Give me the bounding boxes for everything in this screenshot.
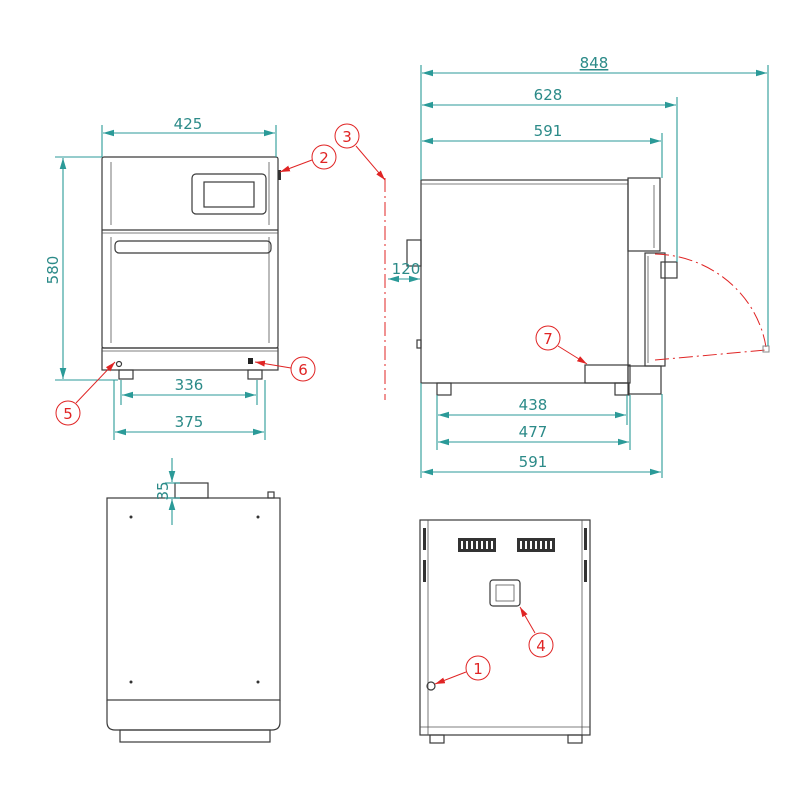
balloon-1: 1	[473, 660, 483, 678]
balloon-7: 7	[543, 330, 553, 348]
front-view	[101, 156, 281, 380]
balloon-6: 6	[298, 361, 308, 379]
rear-panel	[489, 579, 521, 607]
callouts: 2 3 5 6 7 4 1	[55, 123, 588, 685]
dim-depth-top: 591	[534, 122, 563, 140]
door-handle	[114, 240, 272, 254]
dim-foot-outer: 375	[175, 413, 204, 431]
dim-foot-inner: 336	[175, 376, 204, 394]
dim-rear-clearance: 120	[392, 260, 421, 278]
balloon-5: 5	[63, 405, 73, 423]
touch-screen	[203, 181, 255, 208]
dim-depth-door-open: 848	[580, 54, 609, 72]
dim-foot-inner-side: 438	[519, 396, 548, 414]
dim-foot-outer-side: 477	[519, 423, 548, 441]
dim-depth-handle: 628	[534, 86, 563, 104]
control-panel	[191, 173, 267, 215]
power-switch-icon	[115, 360, 123, 368]
balloon-3: 3	[342, 128, 352, 146]
dim-rear-connector: 35	[154, 481, 172, 500]
equipotential-terminal-icon	[426, 681, 436, 691]
rear-view	[419, 519, 591, 744]
balloon-4: 4	[536, 637, 546, 655]
dim-height: 580	[44, 256, 62, 285]
drip-tray	[584, 364, 631, 384]
front-dimensions: 425 580 336 375	[44, 115, 277, 440]
dim-depth-base: 591	[519, 453, 548, 471]
side-view	[384, 177, 770, 400]
balloon-2: 2	[319, 149, 329, 167]
top-view: 35	[106, 458, 281, 743]
connector-icon	[248, 358, 253, 364]
side-dimensions: 848 628 591 120 438 477 591	[388, 54, 769, 478]
dim-width: 425	[174, 115, 203, 133]
